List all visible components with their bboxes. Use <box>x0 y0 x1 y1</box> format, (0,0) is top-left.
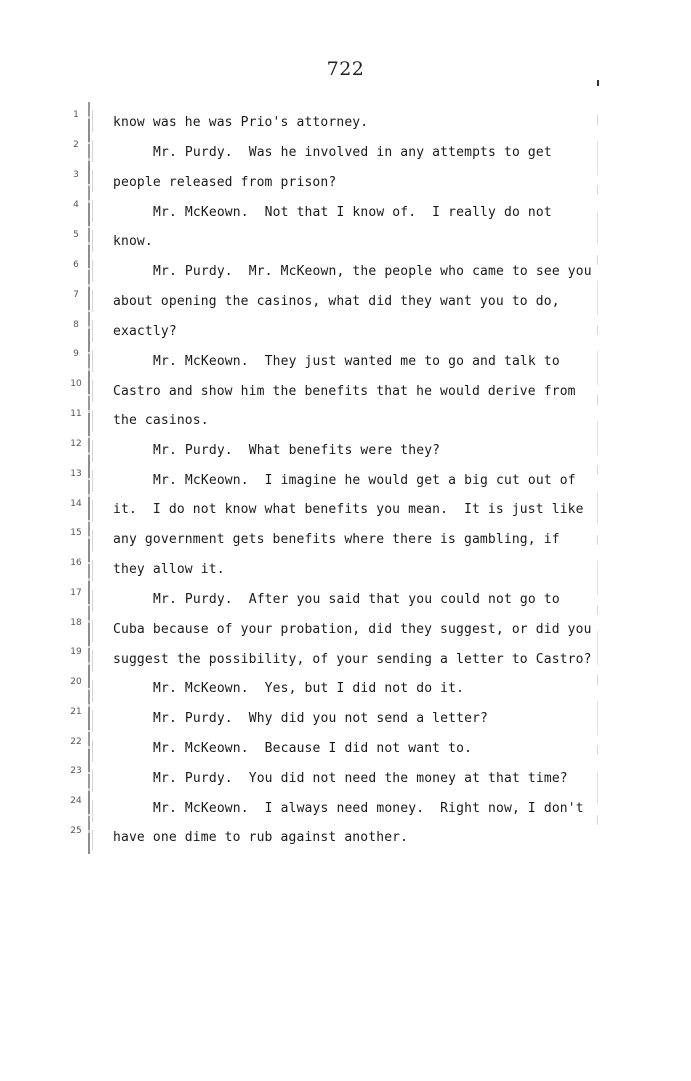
line-number: 2 <box>73 140 79 150</box>
transcript-line: Cuba because of your probation, did they… <box>113 622 592 637</box>
line-number: 7 <box>73 290 79 300</box>
line-number: 14 <box>70 499 82 509</box>
line-number: 22 <box>70 737 82 747</box>
line-number: 23 <box>70 766 82 776</box>
transcript-line: Mr. McKeown. I always need money. Right … <box>153 801 584 816</box>
transcript-line: they allow it. <box>113 562 225 577</box>
transcript-line: Mr. McKeown. Because I did not want to. <box>153 741 473 756</box>
line-number: 15 <box>70 528 82 538</box>
line-number: 16 <box>70 558 82 568</box>
line-number: 12 <box>70 439 82 449</box>
transcript-line: Mr. Purdy. You did not need the money at… <box>153 771 568 786</box>
transcript-line: any government gets benefits where there… <box>113 532 560 547</box>
left-margin-rule-secondary <box>92 110 93 850</box>
line-number: 3 <box>73 170 79 180</box>
transcript-line: know was he was Prio's attorney. <box>113 115 369 130</box>
transcript-line: Mr. Purdy. Why did you not send a letter… <box>153 711 489 726</box>
transcript-line: Mr. McKeown. They just wanted me to go a… <box>153 354 560 369</box>
transcript-line: Castro and show him the benefits that he… <box>113 384 576 399</box>
right-margin-rule <box>597 115 598 835</box>
transcript-line: Mr. McKeown. Not that I know of. I reall… <box>153 205 552 220</box>
transcript-line: Mr. McKeown. I imagine he would get a bi… <box>153 473 576 488</box>
transcript-line: Mr. Purdy. Mr. McKeown, the people who c… <box>153 264 592 279</box>
transcript-line: people released from prison? <box>113 175 337 190</box>
transcript-line: have one dime to rub against another. <box>113 830 409 845</box>
line-number: 1 <box>73 110 79 120</box>
line-number: 5 <box>73 230 79 240</box>
transcript-line: the casinos. <box>113 413 209 428</box>
line-number: 10 <box>70 379 82 389</box>
transcript-line: Mr. McKeown. Yes, but I did not do it. <box>153 681 465 696</box>
line-number: 17 <box>70 588 82 598</box>
line-number: 11 <box>70 409 82 419</box>
transcript-line: it. I do not know what benefits you mean… <box>113 502 584 517</box>
corner-mark <box>597 80 599 86</box>
line-number: 9 <box>73 349 79 359</box>
line-number: 24 <box>70 796 82 806</box>
transcript-line: Mr. Purdy. What benefits were they? <box>153 443 441 458</box>
line-number: 8 <box>73 320 79 330</box>
page-number: 722 <box>326 58 365 80</box>
transcript-line: suggest the possibility, of your sending… <box>113 652 592 667</box>
line-number: 20 <box>70 677 82 687</box>
transcript-line: Mr. Purdy. Was he involved in any attemp… <box>153 145 552 160</box>
transcript-line: Mr. Purdy. After you said that you could… <box>153 592 560 607</box>
line-number: 4 <box>73 200 79 210</box>
line-number: 18 <box>70 618 82 628</box>
transcript-line: exactly? <box>113 324 177 339</box>
transcript-line: about opening the casinos, what did they… <box>113 294 560 309</box>
transcript-line: know. <box>113 234 153 249</box>
line-number: 25 <box>70 826 82 836</box>
left-margin-rule <box>88 102 90 854</box>
line-number: 6 <box>73 260 79 270</box>
line-number: 13 <box>70 469 82 479</box>
line-number: 21 <box>70 707 82 717</box>
line-number: 19 <box>70 647 82 657</box>
